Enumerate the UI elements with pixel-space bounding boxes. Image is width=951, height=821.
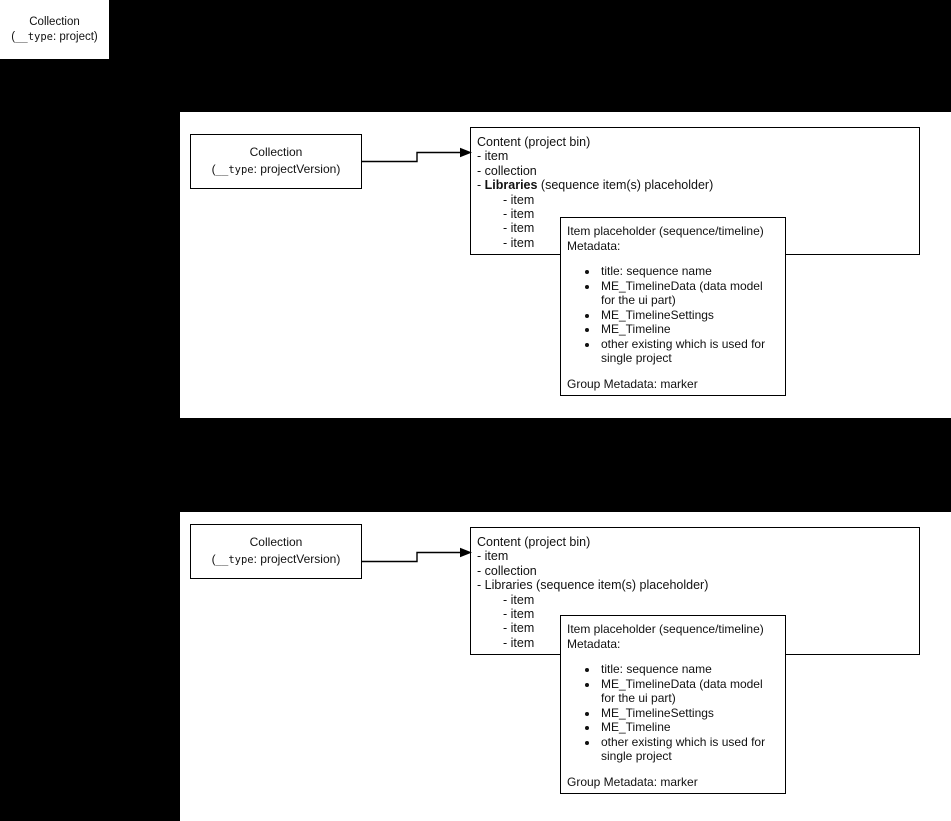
libraries-prefix: -	[477, 578, 485, 593]
paren-open: (	[211, 552, 216, 566]
content-subitem: - item	[503, 207, 535, 222]
metadata-item: other existing which is used for single …	[599, 337, 777, 366]
libraries-suffix: (sequence item(s) placeholder)	[532, 578, 709, 593]
item-heading-line2: Metadata:	[567, 238, 621, 253]
type-value: : project)	[53, 30, 98, 43]
content-line-collection: - collection	[477, 563, 537, 578]
item-group-metadata: Group Metadata: marker	[567, 774, 698, 789]
metadata-item: ME_TimelineSettings	[599, 706, 777, 721]
collection-version-box-1[interactable]: Collection (__type: projectVersion)	[190, 134, 362, 189]
metadata-item: ME_TimelineData (data model for the ui p…	[599, 279, 777, 308]
type-key: __type	[215, 554, 254, 566]
content-heading-1: Content (project bin)	[477, 135, 591, 149]
content-line-item: - item	[477, 549, 509, 564]
collection-version-box-2[interactable]: Collection (__type: projectVersion)	[190, 524, 362, 579]
collection-version-title-1: Collection	[249, 145, 303, 159]
metadata-item: title: sequence name	[599, 662, 777, 677]
item-heading-line1: Item placeholder (sequence/timeline)	[567, 622, 764, 636]
content-subitem: - item	[503, 607, 535, 622]
collection-version-type-1: (__type: projectVersion)	[212, 161, 341, 179]
metadata-item: ME_TimelineSettings	[599, 308, 777, 323]
metadata-item: ME_Timeline	[599, 720, 777, 735]
paren-open: (	[211, 162, 216, 176]
item-heading-line1: Item placeholder (sequence/timeline)	[567, 224, 764, 238]
metadata-item: title: sequence name	[599, 264, 777, 279]
content-heading-2: Content (project bin)	[477, 535, 591, 549]
item-metadata-list: title: sequence name ME_TimelineData (da…	[567, 264, 777, 366]
item-placeholder-box-2[interactable]: Item placeholder (sequence/timeline) Met…	[560, 615, 786, 794]
content-subitem: - item	[503, 635, 535, 650]
content-line-libraries: - Libraries (sequence item(s) placeholde…	[477, 578, 919, 592]
item-heading-line2: Metadata:	[567, 636, 621, 651]
content-subitem: - item	[503, 235, 535, 250]
content-subitem: - item	[503, 221, 535, 236]
collection-project-box[interactable]: Collection (__type: project)	[0, 0, 110, 60]
item-group-metadata: Group Metadata: marker	[567, 376, 698, 391]
libraries-label: Libraries	[484, 578, 533, 593]
libraries-suffix: (sequence item(s) placeholder)	[537, 178, 714, 193]
metadata-item: other existing which is used for single …	[599, 735, 777, 764]
connector-arrow-2	[361, 547, 472, 563]
content-subitem: - item	[503, 192, 535, 207]
connector-arrow-1	[361, 147, 472, 163]
libraries-prefix: -	[477, 178, 485, 193]
type-key: __type	[15, 30, 54, 43]
collection-project-title: Collection	[29, 15, 80, 28]
metadata-item: ME_TimelineData (data model for the ui p…	[599, 677, 777, 706]
content-line-libraries: - Libraries (sequence item(s) placeholde…	[477, 178, 919, 192]
collection-project-type: (__type: project)	[11, 30, 98, 45]
content-subitem: - item	[503, 621, 535, 636]
paren-open: (	[11, 30, 16, 43]
libraries-label: Libraries	[484, 178, 538, 193]
content-line-collection: - collection	[477, 163, 537, 178]
collection-version-title-2: Collection	[249, 535, 303, 549]
item-metadata-list: title: sequence name ME_TimelineData (da…	[567, 662, 777, 764]
content-line-item: - item	[477, 149, 509, 164]
type-key: __type	[215, 164, 254, 176]
item-placeholder-box-1[interactable]: Item placeholder (sequence/timeline) Met…	[560, 217, 786, 396]
type-value: : projectVersion)	[253, 162, 341, 176]
content-subitem: - item	[503, 592, 535, 607]
collection-version-type-2: (__type: projectVersion)	[212, 551, 341, 569]
metadata-item: ME_Timeline	[599, 322, 777, 337]
type-value: : projectVersion)	[253, 552, 341, 566]
